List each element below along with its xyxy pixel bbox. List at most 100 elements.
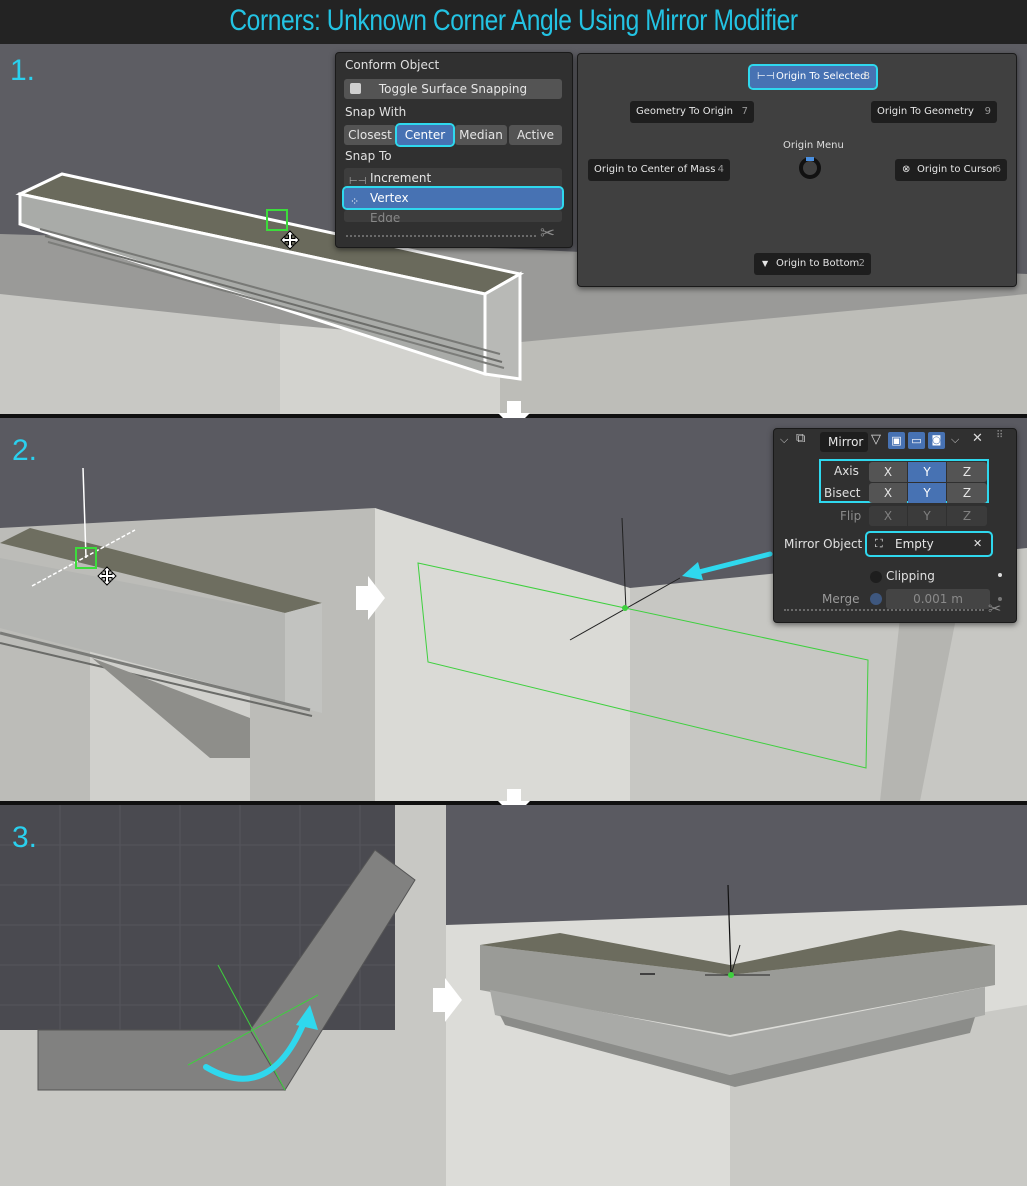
origin-to-geometry-item[interactable]: Origin To Geometry 9: [871, 101, 997, 123]
edit-mode-icon[interactable]: ▽: [871, 432, 881, 447]
vertex-icon: ⁘: [350, 195, 360, 208]
axis-x-toggle[interactable]: X: [869, 462, 907, 482]
merge-checkbox[interactable]: [870, 593, 882, 605]
bisect-x-toggle[interactable]: X: [869, 483, 907, 503]
step-2-number: 2.: [12, 434, 38, 467]
viewport-display-icon[interactable]: ▭: [908, 432, 925, 449]
origin-to-center-of-mass-key: 4: [717, 164, 724, 175]
mirror-object-field[interactable]: ⛶ Empty ✕: [865, 531, 993, 557]
origin-to-selected-item[interactable]: ⊢⊣ Origin To Selected 8: [748, 64, 878, 90]
snap-with-label: Snap With: [345, 105, 407, 119]
scissors-icon-2: ✂: [988, 599, 1002, 618]
origin-to-cursor-label: Origin to Cursor: [917, 164, 997, 175]
drag-handle-icon[interactable]: ⠿: [996, 430, 1004, 441]
axis-z-toggle[interactable]: Z: [947, 462, 987, 482]
geometry-to-origin-item[interactable]: Geometry To Origin 7: [630, 101, 754, 123]
empty-object-icon: ⛶: [875, 537, 883, 550]
merge-distance-value: 0.001 m: [913, 592, 963, 606]
merge-label: Merge: [822, 592, 860, 606]
snap-to-increment[interactable]: ⊢⊣ Increment: [344, 168, 562, 188]
origin-selected-icon: ⊢⊣: [757, 71, 775, 82]
snap-to-edge[interactable]: Edge: [344, 210, 562, 222]
checkbox-icon: [350, 83, 361, 94]
modifier-name-label: Mirror: [828, 435, 864, 449]
step-3-viewport: [0, 805, 1027, 1186]
origin-to-selected-key: 8: [863, 71, 870, 82]
merge-keyframe-dot: [998, 597, 1002, 601]
step-1-scene: 1. Conform Object Toggle Surface Snappin…: [0, 44, 1027, 414]
step-1-number: 1.: [10, 54, 36, 87]
cage-icon[interactable]: ▣: [888, 432, 905, 449]
snap-panel: Conform Object Toggle Surface Snapping S…: [335, 52, 573, 248]
mirror-object-label: Mirror Object: [784, 537, 863, 551]
origin-menu-title: Origin Menu: [783, 140, 844, 151]
snap-to-edge-label: Edge: [370, 211, 401, 222]
right-arrow-icon-3: [433, 978, 462, 1022]
move-cursor-icon-2: [97, 566, 117, 586]
title-bar: Corners: Unknown Corner Angle Using Mirr…: [0, 0, 1027, 44]
snap-with-closest[interactable]: Closest: [344, 125, 396, 145]
origin-to-bottom-item[interactable]: ▼ Origin to Bottom 2: [754, 253, 871, 275]
collapse-chevron-icon[interactable]: ⌵: [780, 433, 789, 446]
mirror-modifier-icon: ⧉: [796, 431, 806, 446]
increment-icon: ⊢⊣: [349, 176, 367, 187]
bisect-y-toggle[interactable]: Y: [908, 483, 946, 503]
scissor-divider: [346, 235, 536, 237]
step-2-scene: 2. ⌵ ⧉ Mirror ▽ ▣ ▭ ◙ ⌵ ✕ ⠿ Axis X Y Z B…: [0, 418, 1027, 801]
modifier-name-field[interactable]: Mirror: [820, 432, 868, 452]
flip-y-toggle[interactable]: Y: [908, 506, 946, 526]
pie-direction-indicator: [806, 157, 814, 161]
right-arrow-icon: [356, 576, 385, 620]
page-title: Corners: Unknown Corner Angle Using Mirr…: [229, 4, 798, 37]
origin-to-cursor-item[interactable]: ⊗ Origin to Cursor 6: [895, 159, 1007, 181]
snap-target-marker: [266, 209, 288, 231]
axis-y-toggle[interactable]: Y: [908, 462, 946, 482]
snap-to-label: Snap To: [345, 149, 392, 163]
origin-to-center-of-mass-label: Origin to Center of Mass: [594, 164, 716, 175]
flip-x-toggle[interactable]: X: [869, 506, 907, 526]
flip-label: Flip: [840, 509, 862, 523]
snap-target-marker-2: [75, 547, 97, 569]
origin-to-geometry-label: Origin To Geometry: [877, 106, 974, 117]
flip-z-toggle[interactable]: Z: [947, 506, 987, 526]
toggle-surface-snapping-button[interactable]: Toggle Surface Snapping: [344, 79, 562, 99]
clipping-checkbox[interactable]: [870, 571, 882, 583]
scissor-divider-2: [784, 609, 984, 611]
dropdown-chevron-icon[interactable]: ⌵: [951, 433, 960, 446]
origin-to-geometry-key: 9: [984, 106, 991, 117]
geometry-to-origin-key: 7: [741, 106, 748, 117]
close-icon[interactable]: ✕: [972, 431, 983, 446]
mirror-object-value: Empty: [895, 537, 934, 551]
snap-to-vertex[interactable]: ⁘ Vertex: [342, 186, 564, 210]
snap-to-vertex-label: Vertex: [370, 191, 409, 205]
origin-to-cursor-key: 6: [994, 164, 1001, 175]
origin-to-center-of-mass-item[interactable]: Origin to Center of Mass 4: [588, 159, 730, 181]
clipping-label: Clipping: [886, 569, 935, 583]
conform-object-label: Conform Object: [345, 58, 440, 72]
triangle-down-icon: ▼: [762, 259, 769, 268]
snap-to-increment-label: Increment: [370, 171, 432, 185]
origin-pie-menu: ⊢⊣ Origin To Selected 8 Geometry To Orig…: [577, 53, 1017, 287]
step-3-scene: 3.: [0, 805, 1027, 1186]
origin-to-bottom-label: Origin to Bottom: [776, 258, 860, 269]
cursor-icon: ⊗: [902, 164, 911, 175]
geometry-to-origin-label: Geometry To Origin: [636, 106, 733, 117]
mirror-modifier-panel: ⌵ ⧉ Mirror ▽ ▣ ▭ ◙ ⌵ ✕ ⠿ Axis X Y Z Bise…: [773, 428, 1017, 623]
snap-with-center[interactable]: Center: [395, 123, 455, 147]
clipping-keyframe-dot: [998, 573, 1002, 577]
axis-label: Axis: [834, 464, 859, 478]
origin-to-selected-label: Origin To Selected: [776, 71, 867, 82]
merge-distance-field[interactable]: 0.001 m: [886, 589, 990, 609]
bisect-label: Bisect: [824, 486, 861, 500]
render-camera-icon[interactable]: ◙: [928, 432, 945, 449]
bisect-z-toggle[interactable]: Z: [947, 483, 987, 503]
origin-to-bottom-key: 2: [858, 258, 865, 269]
toggle-surface-snapping-label: Toggle Surface Snapping: [378, 82, 528, 96]
snap-with-median[interactable]: Median: [455, 125, 507, 145]
pie-center-ring: [799, 157, 821, 179]
clear-field-icon[interactable]: ✕: [973, 537, 983, 550]
snap-with-active[interactable]: Active: [509, 125, 562, 145]
move-cursor-icon: [280, 230, 300, 250]
step-3-number: 3.: [12, 821, 38, 854]
scissors-icon: ✂: [540, 223, 556, 244]
